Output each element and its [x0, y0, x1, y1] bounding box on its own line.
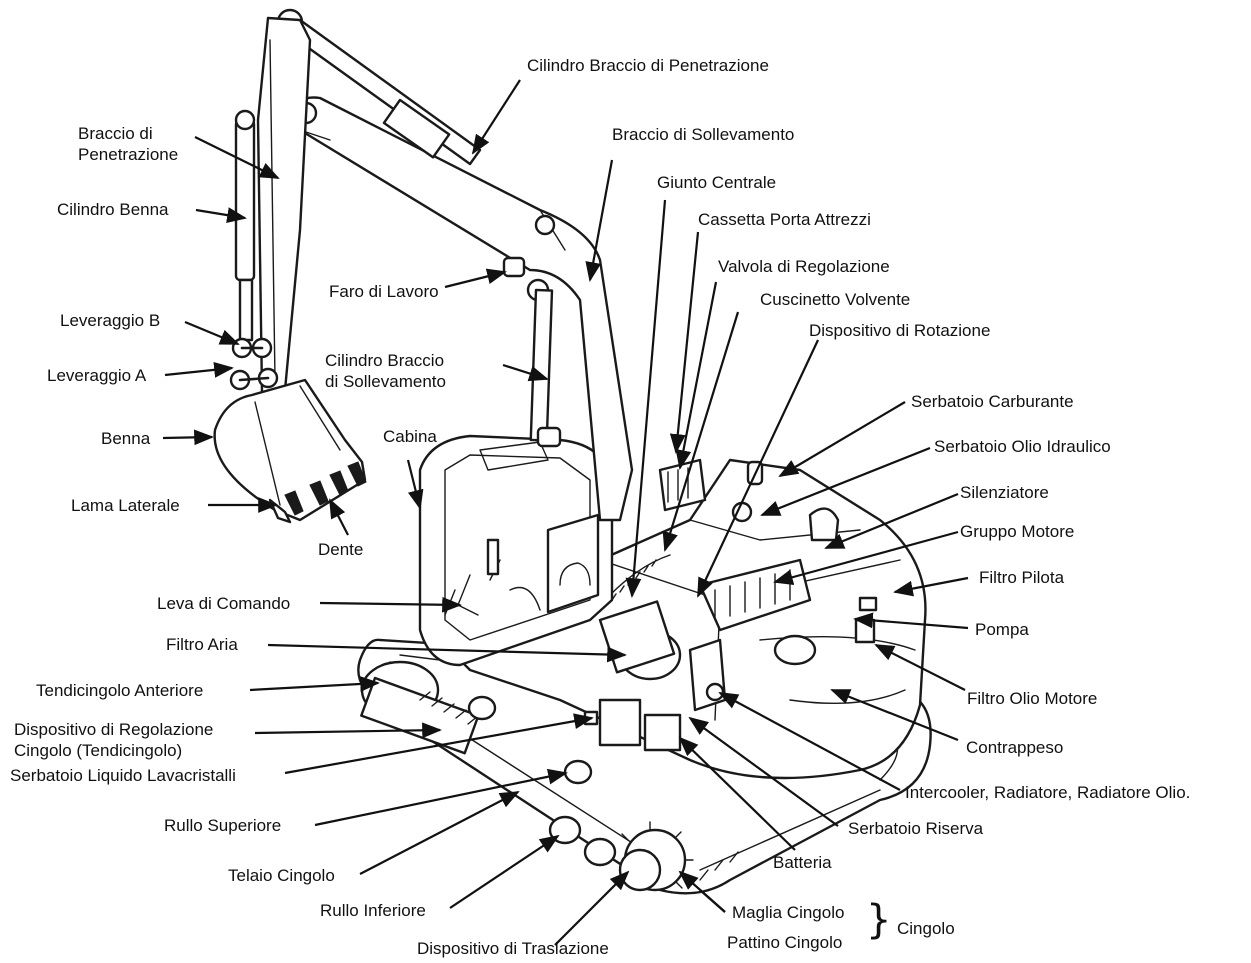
label-front-idler: Tendicingolo Anteriore [36, 681, 204, 700]
label-boom: Braccio di Sollevamento [612, 125, 795, 144]
label-washer-tank: Serbatoio Liquido Lavacristalli [10, 766, 236, 785]
label-bucket-cylinder: Cilindro Benna [57, 200, 169, 219]
label-bucket: Benna [101, 429, 151, 448]
label-muffler: Silenziatore [960, 483, 1049, 502]
label-arm-cylinder: Cilindro Braccio di Penetrazione [527, 56, 769, 75]
label-counterweight: Contrappeso [966, 738, 1064, 757]
track-brace: } [866, 897, 892, 943]
label-battery: Batteria [773, 853, 832, 872]
label-boom-cylinder: Cilindro Braccio di Sollevamento [325, 351, 446, 391]
label-track-frame: Telaio Cingolo [228, 866, 335, 885]
label-pump: Pompa [975, 620, 1029, 639]
label-cab: Cabina [383, 427, 437, 446]
label-reserve-tank: Serbatoio Riserva [848, 819, 984, 838]
boom [276, 8, 634, 522]
label-track-shoe: Pattino Cingolo [727, 933, 843, 952]
label-lower-roller: Rullo Inferiore [320, 901, 426, 920]
label-fuel-tank: Serbatoio Carburante [911, 392, 1074, 411]
label-arm: Braccio di Penetrazione [78, 124, 179, 164]
label-linkage-a: Leveraggio A [47, 366, 147, 385]
label-hydraulic-oil-tank: Serbatoio Olio Idraulico [934, 437, 1111, 456]
label-travel-device: Dispositivo di Traslazione [417, 939, 609, 958]
label-track-adjuster: Dispositivo di Regolazione Cingolo (Tend… [14, 720, 214, 760]
leader-lines [162, 79, 969, 946]
label-control-lever: Leva di Comando [157, 594, 291, 613]
arm [229, 16, 312, 394]
label-engine: Gruppo Motore [960, 522, 1075, 541]
label-swing-device: Dispositivo di Rotazione [809, 321, 991, 340]
label-air-filter: Filtro Aria [166, 635, 238, 654]
label-track: Cingolo [897, 919, 955, 938]
label-center-joint: Giunto Centrale [657, 173, 777, 192]
label-linkage-b: Leveraggio B [60, 311, 161, 330]
label-intercooler-radiator: Intercooler, Radiatore, Radiatore Olio. [905, 783, 1191, 802]
label-work-light: Faro di Lavoro [329, 282, 439, 301]
label-tool-box: Cassetta Porta Attrezzi [698, 210, 871, 229]
label-upper-roller: Rullo Superiore [164, 816, 282, 835]
bucket [213, 378, 367, 524]
label-engine-oil-filter: Filtro Olio Motore [967, 689, 1098, 708]
label-track-link: Maglia Cingolo [732, 903, 845, 922]
label-pilot-filter: Filtro Pilota [979, 568, 1065, 587]
label-swing-bearing: Cuscinetto Volvente [760, 290, 911, 309]
cab [418, 434, 614, 667]
label-tooth: Dente [318, 540, 364, 559]
label-control-valve: Valvola di Regolazione [718, 257, 890, 276]
label-side-cutter: Lama Laterale [71, 496, 180, 515]
